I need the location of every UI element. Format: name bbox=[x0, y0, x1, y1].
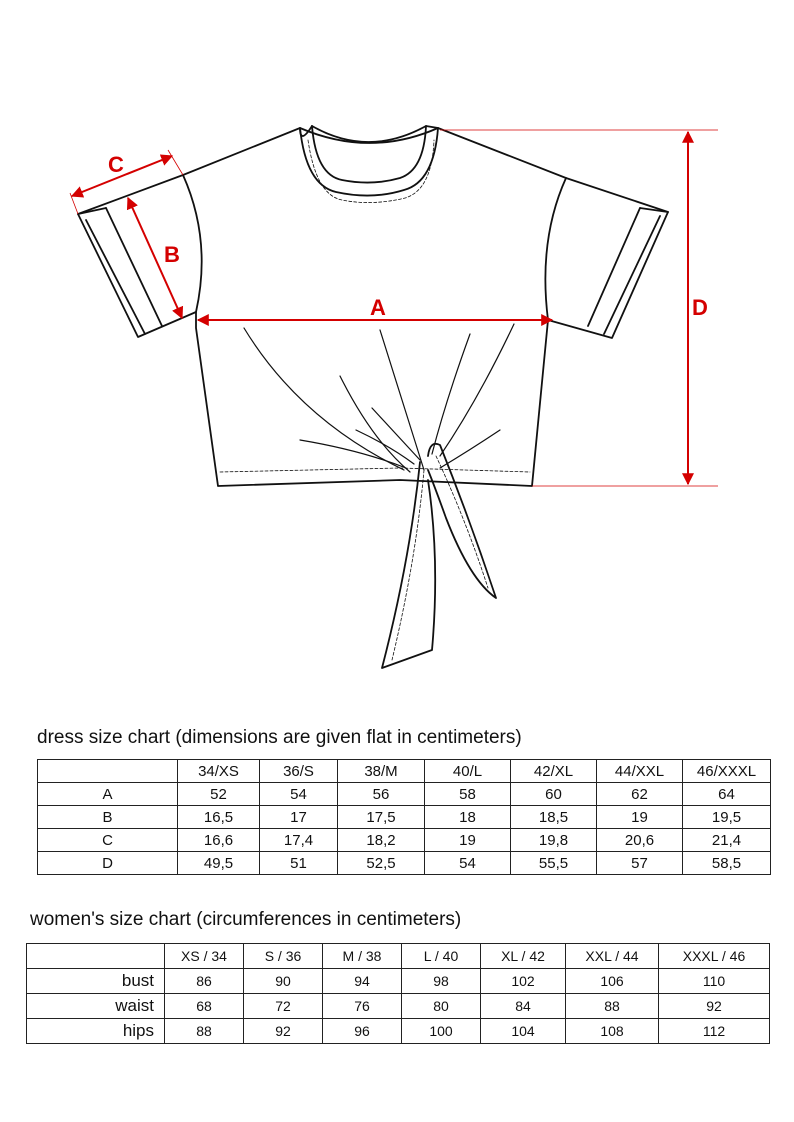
measure-d-label: D bbox=[692, 295, 708, 320]
table-cell: 60 bbox=[510, 782, 597, 806]
table-row: A 52 54 56 58 60 62 64 bbox=[37, 782, 771, 806]
row-label: A bbox=[37, 782, 178, 806]
womens-size-table: XS / 34 S / 36 M / 38 L / 40 XL / 42 XXL… bbox=[26, 943, 770, 1044]
table-cell: 18,5 bbox=[510, 805, 597, 829]
table-cell: 90 bbox=[243, 968, 323, 994]
table-cell: 68 bbox=[164, 993, 244, 1019]
dress-size-table: 34/XS 36/S 38/M 40/L 42/XL 44/XXL 46/XXX… bbox=[37, 759, 771, 875]
table-cell: 108 bbox=[565, 1018, 659, 1044]
header-cell: 40/L bbox=[424, 759, 511, 783]
header-cell: 46/XXXL bbox=[682, 759, 771, 783]
table-cell: 55,5 bbox=[510, 851, 597, 875]
header-cell: 38/M bbox=[337, 759, 425, 783]
table-cell: 17 bbox=[259, 805, 338, 829]
table-row: C 16,6 17,4 18,2 19 19,8 20,6 21,4 bbox=[37, 828, 771, 852]
table-header-row: 34/XS 36/S 38/M 40/L 42/XL 44/XXL 46/XXX… bbox=[37, 759, 771, 783]
header-cell: XXXL / 46 bbox=[658, 943, 770, 969]
table-row: D 49,5 51 52,5 54 55,5 57 58,5 bbox=[37, 851, 771, 875]
table-row: B 16,5 17 17,5 18 18,5 19 19,5 bbox=[37, 805, 771, 829]
header-cell bbox=[37, 759, 178, 783]
table-cell: 84 bbox=[480, 993, 566, 1019]
table-cell: 49,5 bbox=[177, 851, 260, 875]
measure-a-label: A bbox=[370, 295, 386, 320]
table-cell: 100 bbox=[401, 1018, 481, 1044]
table-cell: 94 bbox=[322, 968, 402, 994]
table-cell: 18,2 bbox=[337, 828, 425, 852]
table-cell: 92 bbox=[658, 993, 770, 1019]
header-cell: 42/XL bbox=[510, 759, 597, 783]
table-cell: 88 bbox=[565, 993, 659, 1019]
row-label: C bbox=[37, 828, 178, 852]
table-cell: 106 bbox=[565, 968, 659, 994]
table-cell: 88 bbox=[164, 1018, 244, 1044]
table-row: hips 88 92 96 100 104 108 112 bbox=[26, 1018, 770, 1044]
measure-b-arrow bbox=[126, 196, 184, 320]
table-cell: 51 bbox=[259, 851, 338, 875]
table-cell: 19 bbox=[596, 805, 683, 829]
table-cell: 21,4 bbox=[682, 828, 771, 852]
table-cell: 54 bbox=[259, 782, 338, 806]
table-cell: 17,5 bbox=[337, 805, 425, 829]
table-cell: 98 bbox=[401, 968, 481, 994]
row-label: hips bbox=[26, 1018, 165, 1044]
header-cell: L / 40 bbox=[401, 943, 481, 969]
table-cell: 92 bbox=[243, 1018, 323, 1044]
header-cell: M / 38 bbox=[322, 943, 402, 969]
table-cell: 17,4 bbox=[259, 828, 338, 852]
table-cell: 58 bbox=[424, 782, 511, 806]
table-cell: 72 bbox=[243, 993, 323, 1019]
row-label: D bbox=[37, 851, 178, 875]
table-cell: 64 bbox=[682, 782, 771, 806]
table-cell: 20,6 bbox=[596, 828, 683, 852]
table-cell: 56 bbox=[337, 782, 425, 806]
table-row: waist 68 72 76 80 84 88 92 bbox=[26, 993, 770, 1019]
measure-c-arrow bbox=[70, 154, 174, 198]
table-cell: 57 bbox=[596, 851, 683, 875]
table-row: bust 86 90 94 98 102 106 110 bbox=[26, 968, 770, 994]
header-cell: XL / 42 bbox=[480, 943, 566, 969]
header-cell: 34/XS bbox=[177, 759, 260, 783]
table-header-row: XS / 34 S / 36 M / 38 L / 40 XL / 42 XXL… bbox=[26, 943, 770, 969]
table-cell: 52,5 bbox=[337, 851, 425, 875]
tshirt-technical-drawing: A B C D bbox=[69, 125, 718, 669]
table-cell: 52 bbox=[177, 782, 260, 806]
table-cell: 16,5 bbox=[177, 805, 260, 829]
table-cell: 19,8 bbox=[510, 828, 597, 852]
table-cell: 62 bbox=[596, 782, 683, 806]
table-cell: 54 bbox=[424, 851, 511, 875]
row-label: waist bbox=[26, 993, 165, 1019]
table-cell: 76 bbox=[322, 993, 402, 1019]
table-cell: 18 bbox=[424, 805, 511, 829]
table-cell: 96 bbox=[322, 1018, 402, 1044]
header-cell: 36/S bbox=[259, 759, 338, 783]
header-cell: S / 36 bbox=[243, 943, 323, 969]
header-cell: XS / 34 bbox=[164, 943, 244, 969]
row-label: B bbox=[37, 805, 178, 829]
table-cell: 112 bbox=[658, 1018, 770, 1044]
header-cell bbox=[26, 943, 165, 969]
tshirt-outline bbox=[77, 125, 669, 669]
row-label: bust bbox=[26, 968, 165, 994]
dress-chart-title: dress size chart (dimensions are given f… bbox=[37, 727, 522, 748]
table-cell: 58,5 bbox=[682, 851, 771, 875]
table-cell: 86 bbox=[164, 968, 244, 994]
measure-b-label: B bbox=[164, 242, 180, 267]
table-cell: 16,6 bbox=[177, 828, 260, 852]
header-cell: 44/XXL bbox=[596, 759, 683, 783]
table-cell: 104 bbox=[480, 1018, 566, 1044]
womens-chart-title: women's size chart (circumferences in ce… bbox=[30, 909, 462, 930]
table-cell: 110 bbox=[658, 968, 770, 994]
table-cell: 80 bbox=[401, 993, 481, 1019]
table-cell: 102 bbox=[480, 968, 566, 994]
measure-c-label: C bbox=[108, 152, 124, 177]
table-cell: 19 bbox=[424, 828, 511, 852]
header-cell: XXL / 44 bbox=[565, 943, 659, 969]
table-cell: 19,5 bbox=[682, 805, 771, 829]
